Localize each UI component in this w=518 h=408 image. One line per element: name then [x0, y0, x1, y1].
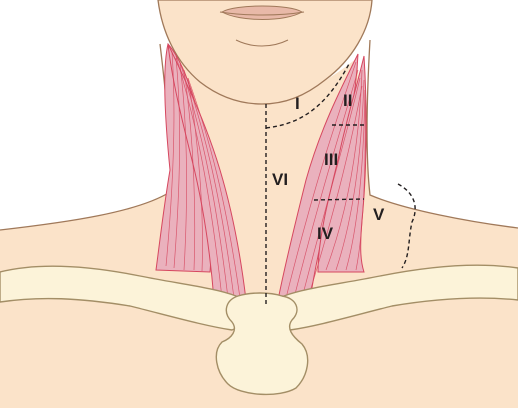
level-ii-label: II [343, 92, 352, 109]
level-v-label: V [373, 206, 384, 223]
level-vi-label: VI [272, 171, 288, 188]
sternum [216, 293, 307, 394]
level-iv-label: IV [317, 225, 333, 242]
level-i-label: I [295, 95, 300, 112]
level-iii-label: III [324, 151, 338, 168]
neck-outline-right [367, 40, 518, 228]
neck-outline-left [0, 44, 171, 230]
